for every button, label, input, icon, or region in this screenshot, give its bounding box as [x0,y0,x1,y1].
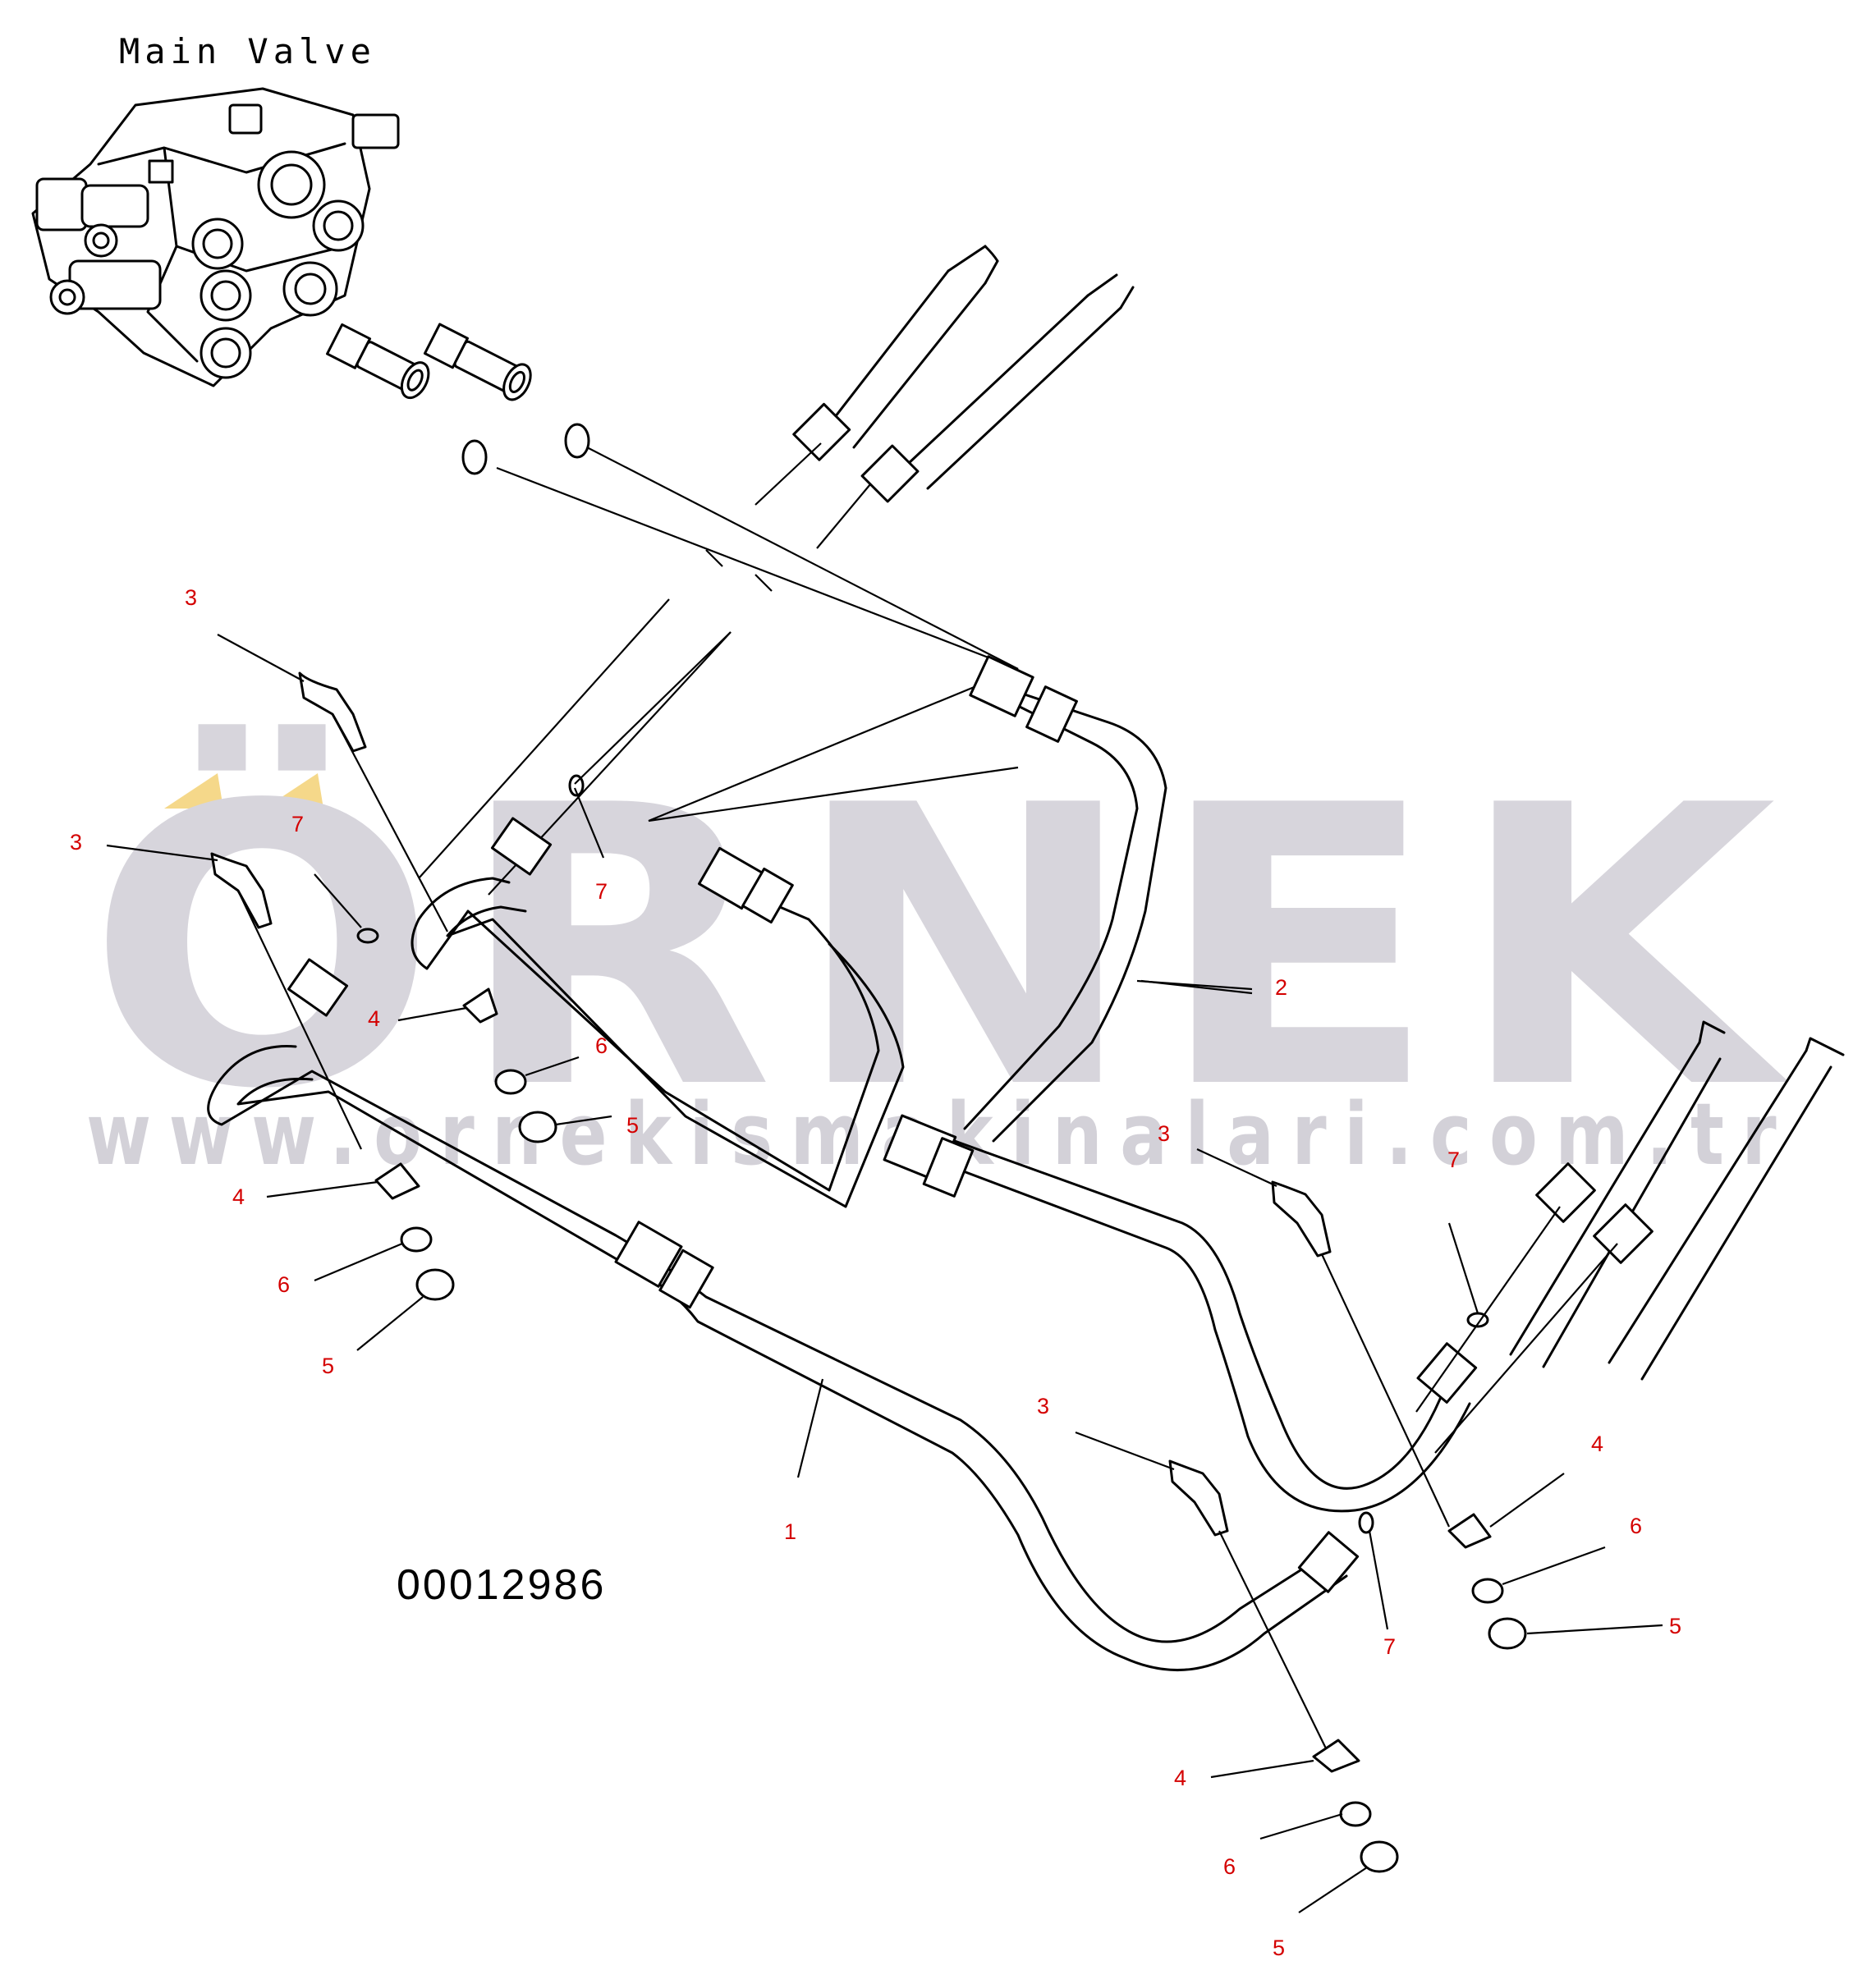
callout-7-bottom: 7 [1383,1634,1396,1659]
diagram-title: Main Valve [119,31,376,71]
guide-lines [418,447,1019,896]
callout-4-center: 4 [368,1006,380,1031]
callout-4-right: 4 [1591,1432,1603,1456]
callout-3-left: 3 [70,830,82,855]
callout-4-left: 4 [232,1184,245,1209]
watermark: ÖRNEK www.ornekismakinalari.com.tr [86,720,1794,1184]
watermark-accent-right [264,773,323,809]
clamps [210,671,1332,1537]
callout-6-left: 6 [278,1272,290,1297]
callout-2: 2 [1275,975,1287,1000]
callout-3-top: 3 [185,585,197,610]
valve-adapters [326,323,590,475]
callout-6-bottom: 6 [1223,1854,1236,1879]
callout-5-center: 5 [626,1113,639,1138]
callouts: 3 3 3 3 7 7 7 7 4 4 4 4 6 6 6 6 5 5 5 5 … [70,585,1681,1960]
callout-1: 1 [784,1519,796,1544]
document-number: 00012986 [397,1561,606,1609]
callout-5-right: 5 [1669,1614,1681,1638]
callout-6-right: 6 [1630,1514,1642,1538]
o-ring-upper-right [564,423,590,459]
tube-1 [207,817,1360,1672]
upper-hoses [755,245,1135,549]
callout-3-bottom: 3 [1037,1394,1049,1418]
callout-7-center: 7 [595,879,608,904]
watermark-accent-left [164,773,223,809]
callout-5-bottom: 5 [1273,1936,1285,1960]
o-ring-upper-left [461,439,488,475]
lower-hoses [1415,1020,1845,1454]
main-valve [31,87,400,387]
callout-3-right: 3 [1158,1121,1170,1146]
hardware [374,987,1527,1873]
callout-7-right: 7 [1447,1148,1460,1172]
callout-5-left: 5 [322,1354,334,1378]
leader-lines [106,634,1663,1913]
watermark-brand: ÖRNEK [86,720,1794,1173]
callout-6-center: 6 [595,1033,608,1058]
callout-7-left: 7 [291,812,304,836]
callout-4-bottom: 4 [1174,1766,1186,1790]
